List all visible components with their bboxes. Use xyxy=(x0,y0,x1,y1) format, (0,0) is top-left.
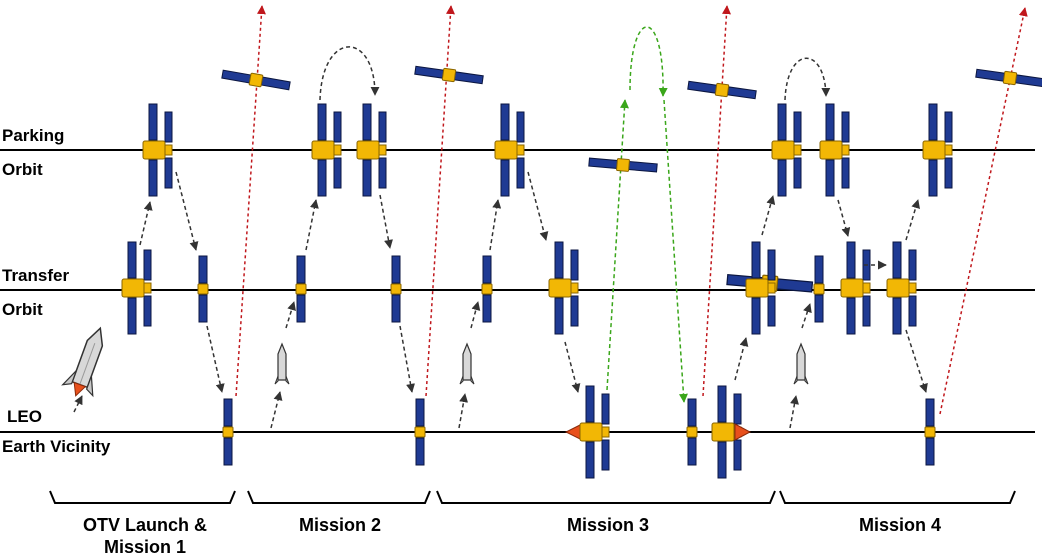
mission-1-label: OTV Launch & xyxy=(83,515,207,535)
transfer-label: Transfer xyxy=(2,266,69,285)
mission-3-label: Mission 3 xyxy=(567,515,649,535)
satellite-icon xyxy=(548,241,579,335)
satellite-icon xyxy=(922,103,953,197)
parking-orbit-label: Orbit xyxy=(2,160,43,179)
satellite-icon xyxy=(121,241,152,335)
satellite-icon xyxy=(494,103,525,197)
satellite-icon xyxy=(745,241,776,335)
otv-icon xyxy=(481,255,493,323)
mission-2-label: Mission 2 xyxy=(299,515,381,535)
otv-icon xyxy=(222,398,234,466)
rocket-icon xyxy=(793,343,809,385)
mission-1-bracket xyxy=(49,490,236,504)
transfer-orbit-label: Orbit xyxy=(2,300,43,319)
otv-icon xyxy=(813,255,825,323)
satellite-icon xyxy=(819,103,850,197)
escape-satellite-icon xyxy=(974,66,1042,90)
satellite-icon xyxy=(356,103,387,197)
mission-4-label: Mission 4 xyxy=(859,515,941,535)
otv-icon xyxy=(686,398,698,466)
satellite-icon xyxy=(311,103,342,197)
rocket-icon xyxy=(274,343,290,385)
earth-vicinity-label: Earth Vicinity xyxy=(2,437,111,456)
otv-icon xyxy=(390,255,402,323)
escape-satellite-icon xyxy=(588,155,658,175)
satellite-icon xyxy=(771,103,802,197)
rocket-icon xyxy=(459,343,475,385)
leo-label: LEO xyxy=(7,407,42,426)
satellite-icon xyxy=(840,241,871,335)
mission-4-bracket xyxy=(779,490,1016,504)
mission-3-bracket xyxy=(436,490,776,504)
mission-2-bracket xyxy=(247,490,431,504)
satellite-icon xyxy=(142,103,173,197)
satellite-icon xyxy=(579,385,610,479)
mission-1-label-line2: Mission 1 xyxy=(104,537,186,557)
big-rocket-icon xyxy=(61,326,104,398)
otv-icon xyxy=(414,398,426,466)
otv-icon xyxy=(924,398,936,466)
satellite-icon xyxy=(886,241,917,335)
flame-icon xyxy=(734,423,752,441)
otv-icon xyxy=(295,255,307,323)
escape-satellite-icon xyxy=(413,63,485,87)
otv-icon xyxy=(197,255,209,323)
parking-label: Parking xyxy=(2,126,64,145)
